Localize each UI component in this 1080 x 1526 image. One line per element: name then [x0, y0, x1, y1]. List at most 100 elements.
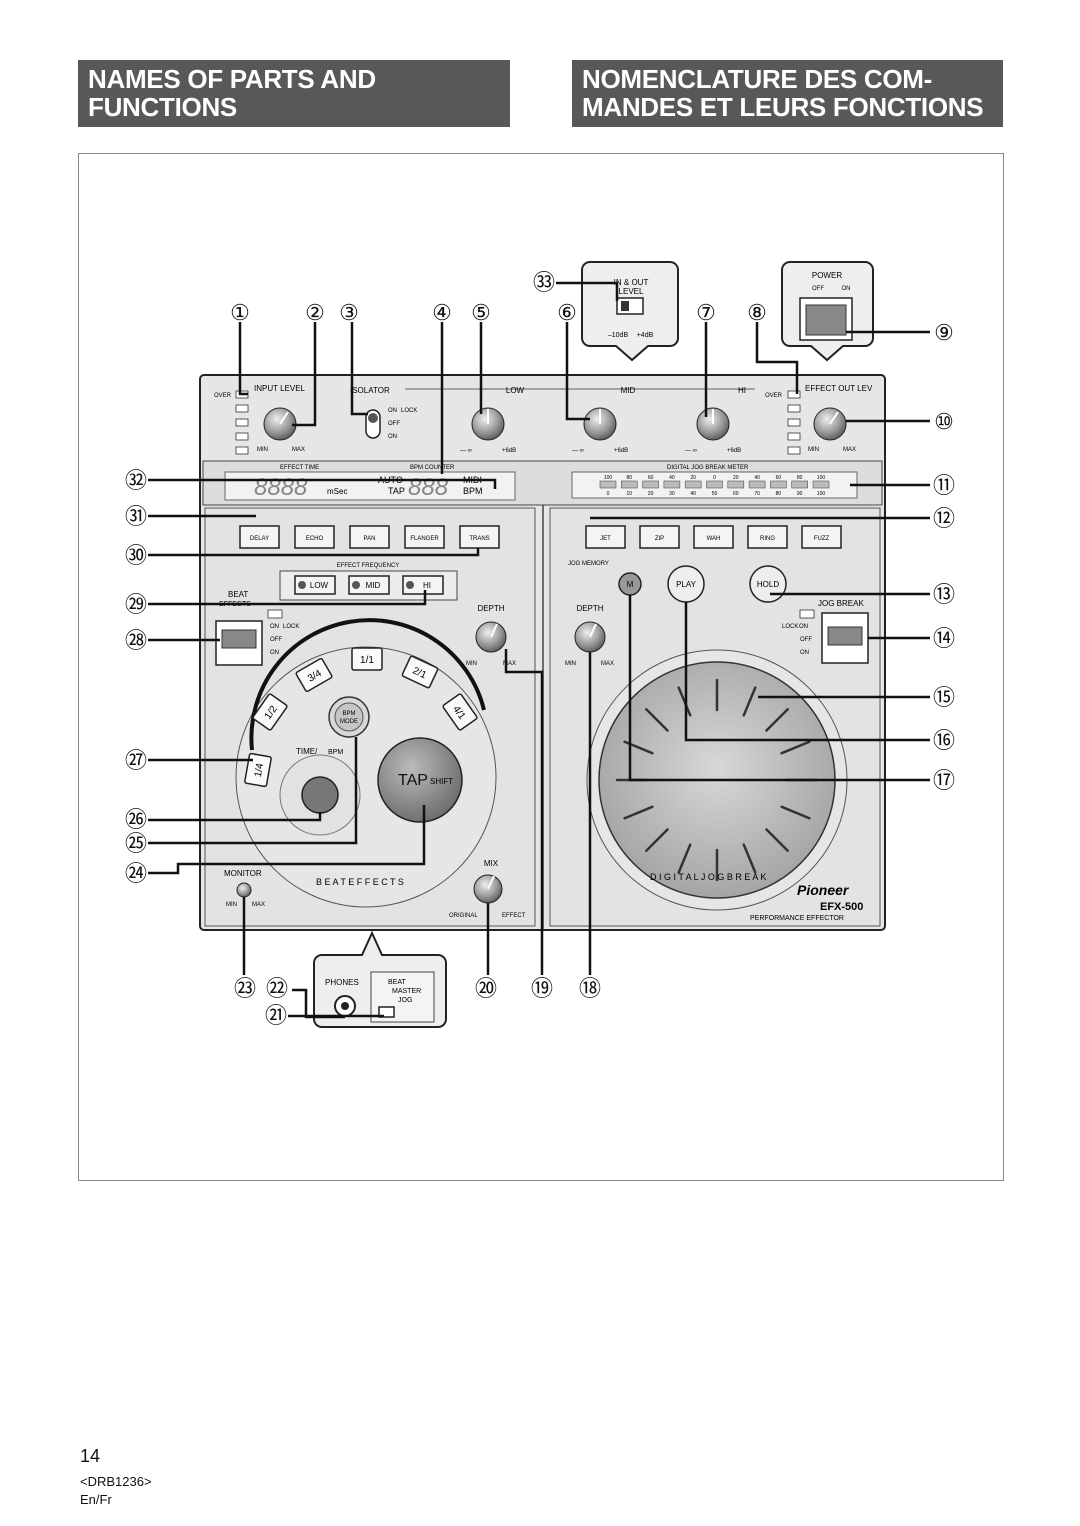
- callout-2: ②: [305, 300, 325, 325]
- tap-label: TAP: [388, 486, 405, 496]
- beat-fraction-button[interactable]: 2/1: [401, 655, 439, 689]
- bpm-mode-button[interactable]: [328, 696, 370, 738]
- bpm-digits: 888: [408, 474, 449, 501]
- beat-effect-button[interactable]: [349, 525, 390, 549]
- power-button-face: [805, 304, 847, 336]
- jog-effect-button-label: WAH: [707, 536, 721, 542]
- frequency-button[interactable]: [348, 575, 390, 595]
- jog-effect-button[interactable]: [585, 525, 626, 549]
- beat-fraction-button[interactable]: 1/1: [351, 647, 383, 671]
- beat-fraction-label: 1/4: [253, 762, 266, 778]
- beat-fraction-arc: [249, 618, 486, 751]
- meter-bottom-label: 100: [817, 491, 826, 497]
- in-out-level-switch-knob: [621, 301, 629, 311]
- power-label: POWER: [812, 271, 842, 280]
- mix-original-label: ORIGINAL: [449, 913, 478, 919]
- tap-shift-button[interactable]: [377, 737, 463, 823]
- time-bpm-label-2: BPM: [328, 749, 343, 756]
- mid-label: MID: [621, 386, 636, 395]
- beat-effect-button[interactable]: [404, 525, 445, 549]
- phones-label: PHONES: [325, 978, 359, 987]
- in-out-level-switch[interactable]: [616, 297, 644, 315]
- jog-effect-button[interactable]: [693, 525, 734, 549]
- jog-select-label: JOG: [398, 997, 412, 1004]
- jog-effect-button[interactable]: [639, 525, 680, 549]
- bpm-label: BPM: [463, 486, 483, 496]
- callout-32: ㉜: [125, 468, 147, 493]
- mid-knob[interactable]: [583, 407, 617, 441]
- digital-jog-break-arc-label: D I G I T A L J O G B R E A K: [650, 872, 766, 882]
- depth-label-right: DEPTH: [576, 604, 603, 613]
- jog-groove: [645, 708, 669, 732]
- beat-fraction-selectors: 1/4 1/23/4 1/1 2/14/1: [244, 647, 478, 788]
- callout-29: ㉙: [125, 592, 147, 617]
- input-level-knob[interactable]: [263, 407, 297, 441]
- callout-8: ⑧: [747, 300, 767, 325]
- hi-min-label: — ∞: [685, 448, 697, 454]
- frequency-button-label: MID: [366, 581, 381, 590]
- beat-effect-button[interactable]: [459, 525, 500, 549]
- beat-effects-switch-knob: [221, 629, 257, 649]
- meter-segment: [642, 480, 659, 489]
- beat-fraction-label: 1/1: [360, 655, 374, 666]
- meter-segment: [706, 480, 723, 489]
- bpm-counter-label: BPM COUNTER: [410, 465, 455, 471]
- jog-effect-button[interactable]: [801, 525, 842, 549]
- beat-fraction-button[interactable]: 1/2: [252, 693, 288, 731]
- beat-fraction-button[interactable]: 4/1: [442, 693, 478, 731]
- callout-18: ⑱: [579, 976, 601, 1001]
- callout-15: ⑮: [933, 685, 955, 710]
- meter-bottom-label: 50: [712, 491, 718, 497]
- effect-out-level-knob[interactable]: [813, 407, 847, 441]
- depth-max-left: MAX: [503, 661, 516, 667]
- beat-fraction-button[interactable]: 3/4: [295, 657, 333, 693]
- callout-23: ㉓: [234, 976, 256, 1001]
- plus4db-label: +4dB: [637, 332, 654, 339]
- beat-depth-knob[interactable]: [475, 621, 507, 653]
- isolator-on-label: ON: [388, 408, 397, 414]
- phones-jack-hole: [341, 1002, 349, 1010]
- meter-bottom-label: 60: [733, 491, 739, 497]
- mix-knob[interactable]: [473, 874, 503, 904]
- section-heading-french: NOMENCLATURE DES COM- MANDES ET LEURS FO…: [572, 60, 1003, 127]
- meter-segment: [727, 480, 745, 489]
- master-select-label: MASTER: [392, 988, 421, 995]
- monitor-knob[interactable]: [236, 882, 252, 898]
- mix-label: MIX: [484, 859, 499, 868]
- low-min-label: — ∞: [460, 448, 472, 454]
- model-name: EFX-500: [820, 901, 863, 913]
- callout-6: ⑥: [557, 300, 577, 325]
- beat-effect-button[interactable]: [239, 525, 280, 549]
- meter-top-label: 100: [604, 475, 613, 481]
- time-bpm-button[interactable]: [301, 776, 339, 814]
- jog-depth-knob[interactable]: [574, 621, 606, 653]
- depth-min-left: MIN: [466, 661, 477, 667]
- jog-groove: [742, 686, 757, 717]
- low-knob[interactable]: [471, 407, 505, 441]
- mid-max-label: +6dB: [614, 448, 628, 454]
- jb-on-label: ON: [799, 624, 808, 630]
- be-lock-label: LOCK: [283, 624, 299, 630]
- beat-fraction-button[interactable]: 1/4: [244, 752, 272, 788]
- performance-effector-label: PERFORMANCE EFFECTOR: [750, 915, 844, 922]
- effect-time-label: EFFECT TIME: [280, 465, 319, 471]
- be-on-label: ON: [270, 624, 279, 630]
- frequency-button[interactable]: [402, 575, 444, 595]
- jog-effect-button[interactable]: [747, 525, 788, 549]
- monitor-select-switch[interactable]: [378, 1006, 395, 1018]
- digital-jog-break-meter-label: DIGITAL JOG BREAK METER: [667, 465, 749, 471]
- mix-effect-label: EFFECT: [502, 913, 526, 919]
- monitor-label: MONITOR: [224, 869, 262, 878]
- beat-effect-button[interactable]: [294, 525, 335, 549]
- isolator-lock-label: LOCK: [401, 408, 417, 414]
- hi-knob[interactable]: [696, 407, 730, 441]
- callout-19: ⑲: [531, 976, 553, 1001]
- jb-off-label: OFF: [800, 637, 812, 643]
- jog-groove: [780, 805, 811, 820]
- frequency-button[interactable]: [294, 575, 336, 595]
- jog-groove: [765, 708, 789, 732]
- meter-bottom-label: 30: [669, 491, 675, 497]
- callout-9: ⑨: [934, 320, 954, 345]
- beat-fraction-tab: [295, 657, 333, 693]
